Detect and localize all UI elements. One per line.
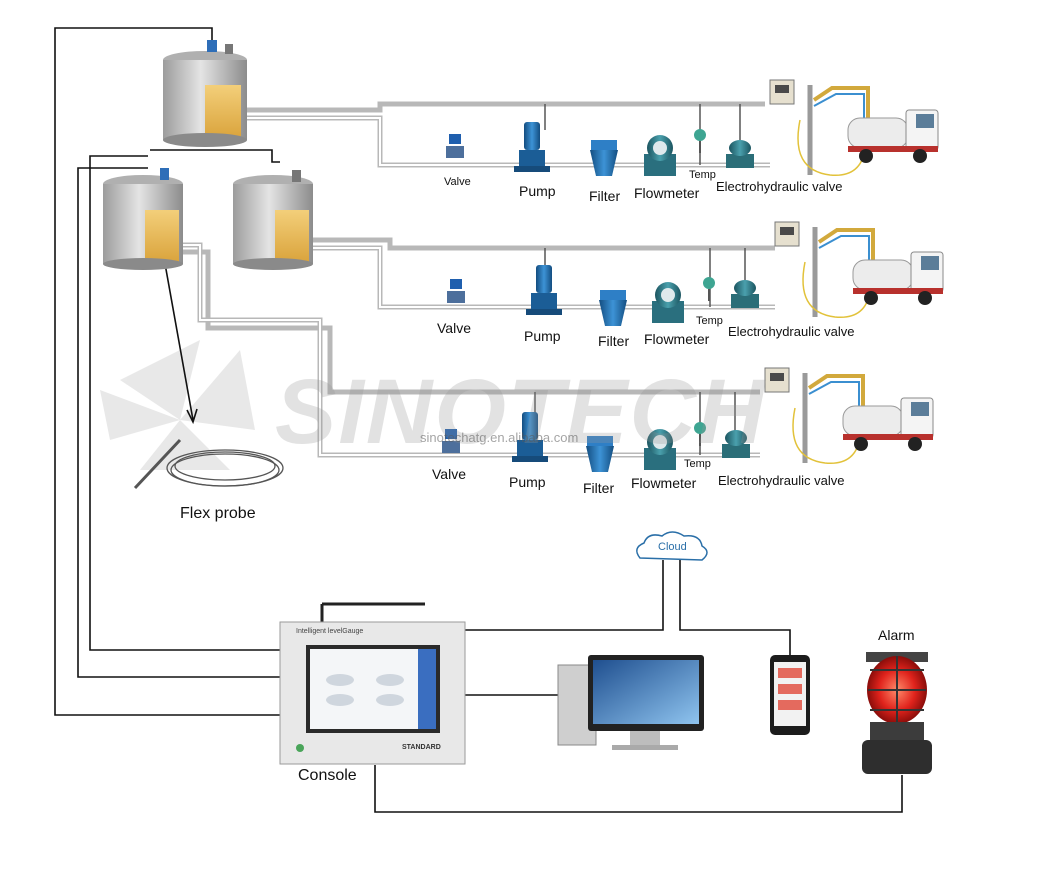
valve-label: Valve — [432, 466, 466, 482]
electrohydraulic-valve-icon — [722, 430, 750, 458]
pump-icon — [512, 412, 548, 462]
cloud-label: Cloud — [658, 541, 687, 553]
electrohydraulic-valve-icon — [731, 280, 759, 308]
electrohydraulic-valve-label: Electrohydraulic valve — [718, 473, 845, 488]
console-label: Console — [298, 767, 357, 784]
console-header-text: Intelligent levelGauge — [296, 628, 364, 635]
filter-icon — [599, 290, 627, 326]
storage-tank-top — [163, 40, 247, 147]
control-box-icon — [764, 367, 790, 393]
alarm-beacon-icon — [862, 652, 932, 774]
electrohydraulic-valve-label: Electrohydraulic valve — [728, 324, 855, 339]
watermark-text: SINOTECH — [275, 361, 767, 463]
storage-tank-right — [233, 170, 313, 270]
alarm-label: Alarm — [878, 627, 915, 643]
flowmeter-icon — [652, 282, 684, 323]
flowmeter-label: Flowmeter — [631, 475, 697, 491]
pump-label: Pump — [524, 328, 561, 344]
temperature-sensor-icon — [703, 277, 715, 301]
pump-label: Pump — [519, 183, 556, 199]
control-box-icon — [769, 79, 795, 105]
temperature-sensor-icon — [694, 129, 706, 153]
loading-arm-icon — [797, 85, 870, 177]
electrohydraulic-valve-label: Electrohydraulic valve — [716, 179, 843, 194]
flowmeter-icon — [644, 135, 676, 176]
loading-arm-icon — [792, 373, 865, 465]
flowmeter-label: Flowmeter — [644, 331, 710, 347]
filter-icon — [590, 140, 618, 176]
tanker-truck-icon — [842, 397, 934, 451]
valve-icon — [442, 429, 460, 453]
electrohydraulic-valve-icon — [726, 140, 754, 168]
watermark-logo-icon — [100, 340, 255, 470]
temp-label: Temp — [684, 458, 711, 470]
console-brand-text: STANDARD — [402, 744, 441, 751]
valve-icon — [447, 279, 465, 303]
smartphone-icon — [770, 655, 810, 735]
temperature-sensor-icon — [694, 422, 706, 446]
tanker-truck-icon — [852, 251, 944, 305]
pump-icon — [526, 265, 562, 315]
pump-label: Pump — [509, 474, 546, 490]
console-device[interactable] — [279, 602, 466, 765]
tanker-truck-icon — [847, 109, 939, 163]
temp-label: Temp — [689, 169, 716, 181]
probe-arrow-icon — [186, 408, 198, 425]
valve-label: Valve — [437, 320, 471, 336]
flex-probe-icon — [133, 438, 284, 490]
watermark-url: sinotechatg.en.alibaba.com — [420, 430, 579, 445]
cloud-icon — [636, 531, 708, 561]
filter-label: Filter — [583, 480, 615, 496]
valve-label: Valve — [444, 176, 471, 188]
storage-tank-left — [103, 168, 183, 270]
temp-label: Temp — [696, 315, 723, 327]
filter-label: Filter — [589, 188, 621, 204]
flowmeter-icon — [644, 429, 676, 470]
control-box-icon — [774, 221, 800, 247]
flex-probe-label: Flex probe — [180, 505, 256, 522]
filter-label: Filter — [598, 333, 630, 349]
loading-arm-icon — [802, 227, 875, 319]
filter-icon — [586, 436, 614, 472]
desktop-computer-icon — [557, 655, 704, 750]
pump-icon — [514, 122, 550, 172]
flowmeter-label: Flowmeter — [634, 185, 700, 201]
valve-icon — [446, 134, 464, 158]
